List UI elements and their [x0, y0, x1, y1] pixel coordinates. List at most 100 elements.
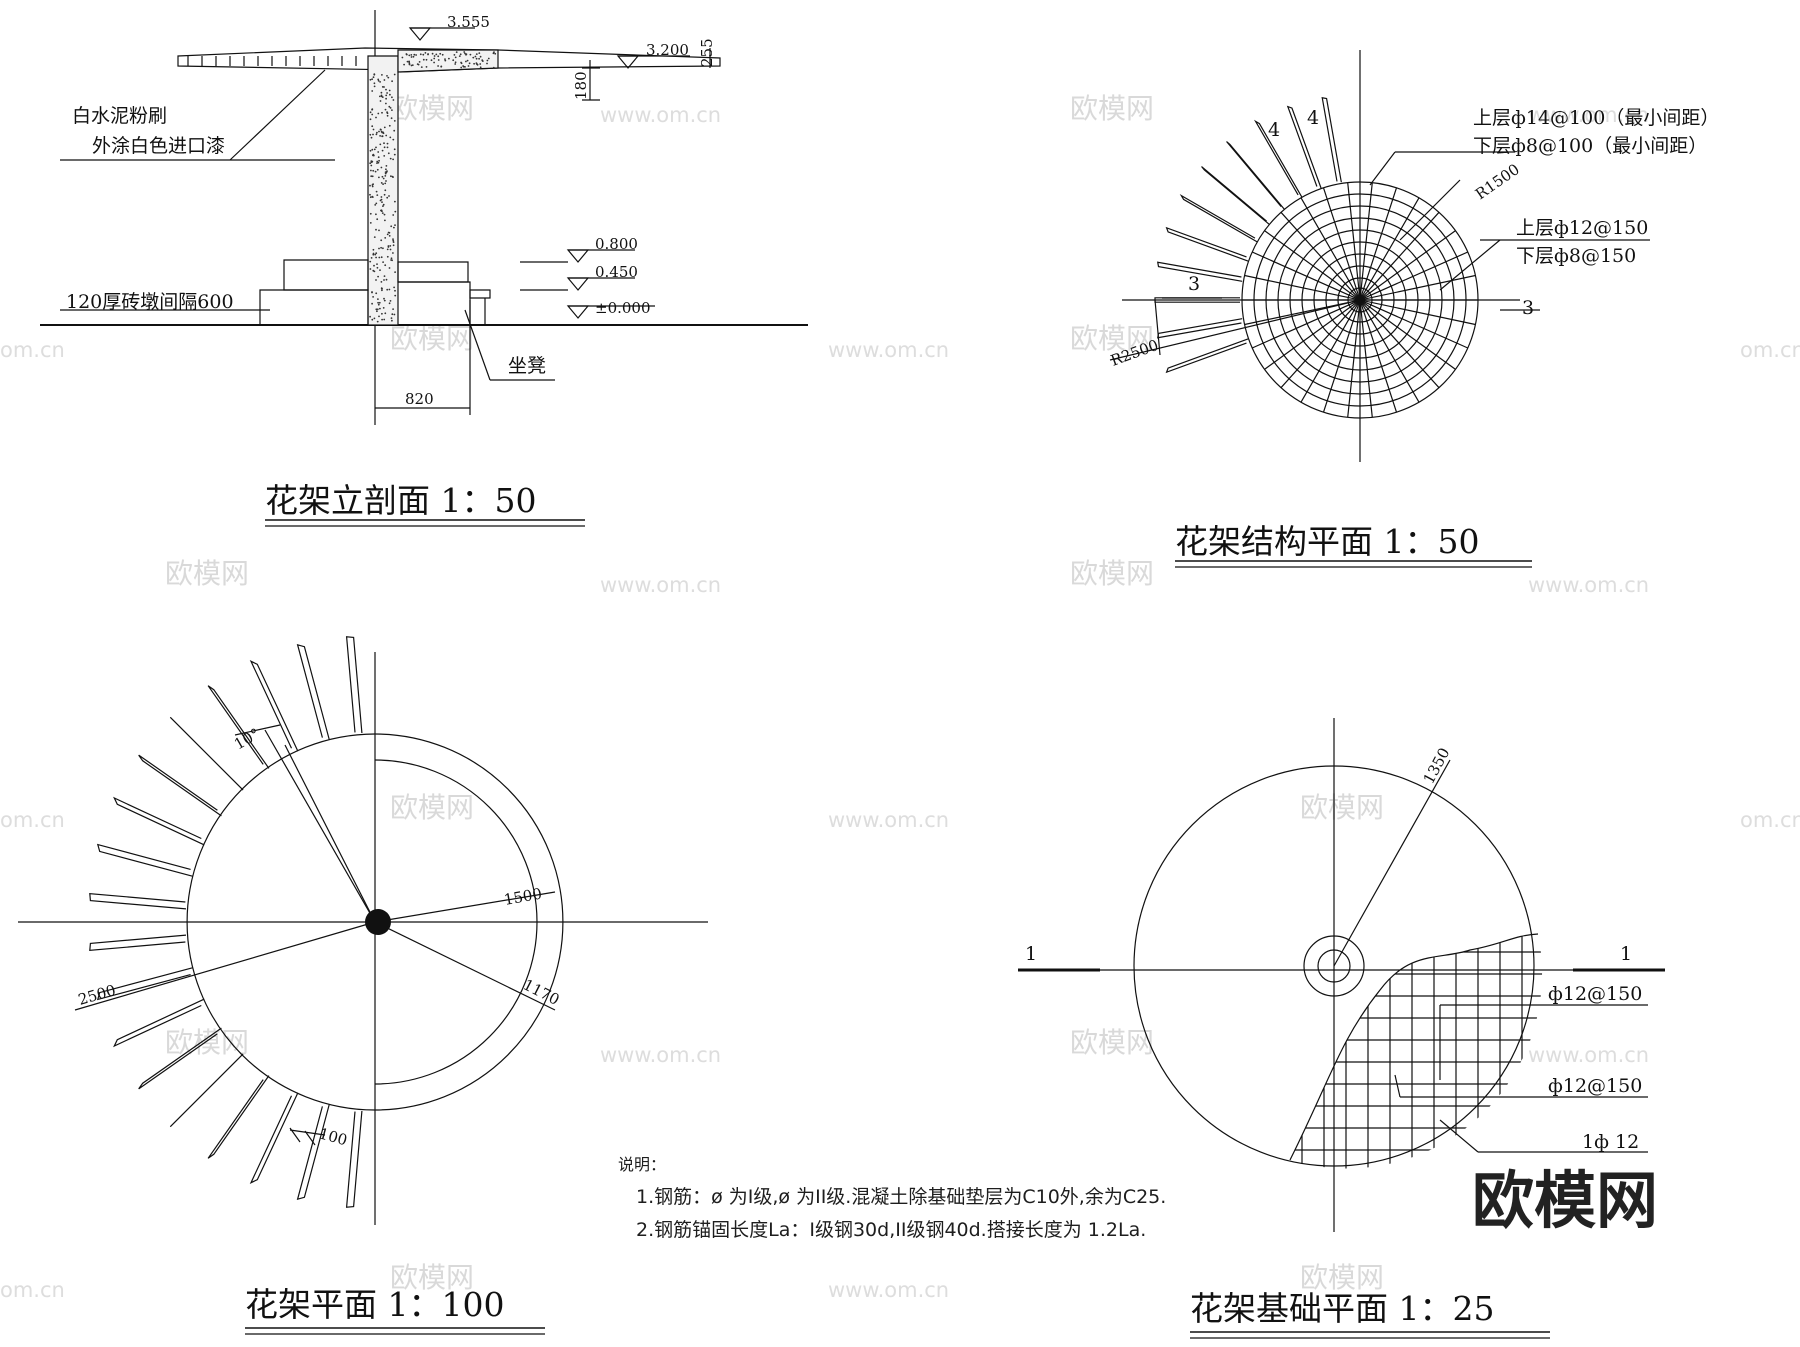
stipple-dot	[379, 269, 381, 271]
stipple-dot	[386, 233, 389, 236]
plan-rib-bar	[170, 717, 243, 790]
stipple-dot	[479, 63, 482, 65]
section-mark-1-right: 1	[1620, 943, 1632, 965]
stipple-dot	[369, 78, 372, 81]
plan-rib-bar	[90, 935, 186, 950]
stipple-dot	[391, 96, 393, 99]
stipple-dot	[386, 146, 389, 149]
stipple-dot	[371, 195, 374, 198]
stipple-dot	[394, 289, 396, 292]
stipple-dot	[392, 158, 394, 161]
stipple-dot	[486, 59, 489, 62]
stipple-dot	[394, 200, 396, 203]
stipple-dot	[389, 93, 391, 96]
stipple-dot	[433, 57, 436, 60]
section-title: 花架立剖面 1：50	[265, 481, 536, 520]
stipple-dot	[391, 80, 393, 83]
stipple-dot	[391, 313, 394, 316]
stipple-dot	[376, 310, 378, 313]
stipple-dot	[384, 189, 387, 192]
stipple-dot	[384, 175, 387, 177]
note-white-paint: 外涂白色进口漆	[92, 135, 225, 157]
plan-rib-bar	[98, 845, 193, 877]
stipple-dot	[380, 239, 383, 242]
stipple-dot	[388, 288, 391, 291]
stipple-dot	[376, 320, 379, 323]
stipple-dot	[472, 56, 475, 59]
stipple-dot	[382, 307, 385, 309]
stipple-dot	[378, 247, 380, 250]
stipple-dot	[392, 308, 394, 310]
stipple-dot	[394, 294, 397, 297]
stipple-dot	[393, 129, 396, 132]
stipple-dot	[381, 111, 383, 114]
rib-bar	[1322, 98, 1341, 182]
dim-1350: 1350	[1420, 745, 1454, 787]
stipple-dot	[378, 130, 380, 133]
stipple-dot	[370, 169, 372, 172]
stipple-dot	[478, 57, 480, 60]
plan-rib-bar	[208, 686, 269, 769]
stipple-dot	[377, 303, 380, 306]
rib-bar	[1288, 107, 1321, 188]
stipple-dot	[375, 202, 378, 205]
stipple-dot	[369, 268, 372, 270]
watermark-brand: 欧模网	[165, 557, 249, 590]
stipple-dot	[371, 113, 374, 116]
stipple-dot	[375, 279, 377, 281]
stipple-dot	[444, 59, 447, 62]
stipple-dot	[379, 199, 382, 202]
stipple-dot	[437, 55, 440, 58]
concrete-stipple	[369, 51, 497, 323]
stipple-dot	[463, 51, 466, 53]
stipple-dot	[371, 78, 373, 81]
stipple-dot	[372, 296, 374, 298]
stipple-dot	[375, 252, 378, 255]
stipple-dot	[410, 56, 413, 58]
stipple-dot	[383, 79, 386, 81]
stipple-dot	[462, 65, 464, 67]
stipple-dot	[375, 133, 378, 136]
dim-4b: 4	[1307, 107, 1319, 129]
stipple-dot	[389, 157, 392, 160]
rib-bar	[1167, 339, 1248, 372]
stipple-dot	[479, 66, 482, 69]
stipple-dot	[383, 193, 386, 196]
stipple-dot	[437, 59, 440, 61]
rebar-top-12: 上层ф12@150	[1516, 217, 1648, 239]
stipple-dot	[373, 85, 376, 88]
stipple-dot	[372, 252, 375, 255]
stipple-dot	[380, 256, 383, 259]
stipple-dot	[390, 259, 392, 261]
stipple-dot	[401, 56, 404, 59]
stipple-dot	[392, 252, 394, 254]
rebar-top-14: 上层ф14@100（最小间距）	[1473, 107, 1719, 129]
stipple-dot	[389, 248, 392, 251]
stipple-dot	[384, 108, 387, 111]
stipple-dot	[492, 52, 495, 55]
stipple-dot	[406, 60, 409, 63]
stipple-dot	[464, 52, 466, 55]
stipple-dot	[408, 61, 411, 64]
stipple-dot	[369, 149, 372, 152]
stipple-dot	[453, 54, 456, 56]
stipple-dot	[383, 297, 385, 300]
stipple-dot	[486, 62, 488, 65]
stipple-dot	[452, 59, 455, 62]
rebar-bottom-8-150: 下层ф8@150	[1516, 245, 1636, 267]
stipple-dot	[383, 275, 386, 277]
stipple-dot	[385, 134, 388, 137]
stipple-dot	[383, 213, 386, 216]
stipple-dot	[386, 114, 389, 117]
stipple-dot	[388, 195, 390, 197]
rebar-mesh-top: ф12@150	[1548, 983, 1642, 1005]
rib-bar	[1256, 121, 1302, 197]
section-mark-3-left: 3	[1188, 273, 1200, 295]
stipple-dot	[392, 239, 395, 242]
rebar-mesh-bottom: ф12@150	[1548, 1075, 1642, 1097]
stipple-dot	[385, 88, 387, 91]
stipple-dot	[373, 317, 376, 320]
stipple-dot	[379, 100, 382, 102]
stipple-dot	[465, 60, 467, 63]
stipple-dot	[394, 271, 396, 273]
